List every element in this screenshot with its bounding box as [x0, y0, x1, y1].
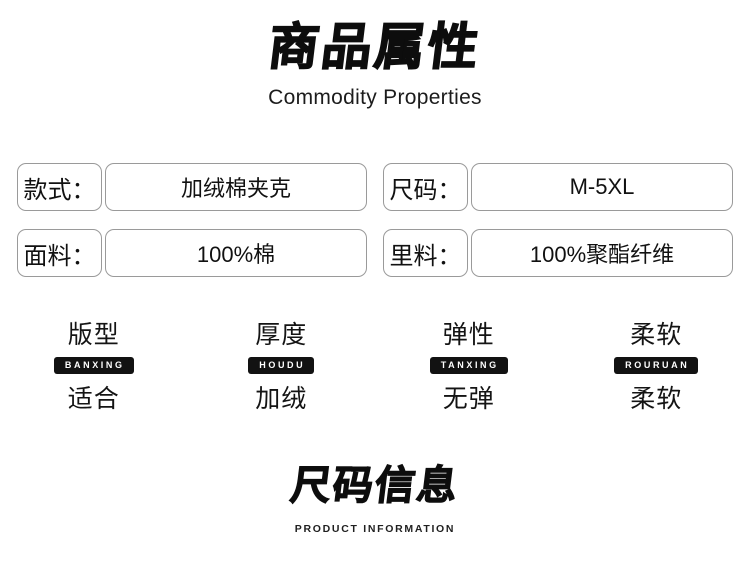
property-badge-elasticity: TANXING — [429, 357, 508, 375]
attribute-label-size: 尺码： — [383, 163, 468, 211]
attribute-label-style: 款式： — [17, 163, 102, 211]
attribute-label-lining: 里料： — [383, 229, 468, 277]
footer-title: 尺码信息 — [288, 462, 463, 509]
property-value-thickness: 加绒 — [255, 385, 308, 414]
attribute-row: 面料： 100%棉 里料： 100%聚酯纤维 — [0, 229, 750, 277]
page-title: 商品属性 — [265, 17, 486, 77]
page-footer: 尺码信息 PRODUCT INFORMATION — [0, 462, 750, 535]
page-header: 商品属性 Commodity Properties — [0, 0, 750, 110]
footer-subtitle: PRODUCT INFORMATION — [294, 523, 456, 535]
property-badge-thickness: HOUDU — [248, 357, 315, 375]
property-badge-softness: ROURUAN — [614, 357, 699, 375]
attribute-value-style: 加绒棉夹克 — [105, 163, 367, 211]
attribute-grid: 款式： 加绒棉夹克 尺码： M-5XL 面料： 100%棉 里料： 100%聚酯… — [0, 163, 750, 295]
property-column-elasticity: 弹性 TANXING 无弹 — [375, 322, 563, 413]
property-value-softness: 柔软 — [630, 385, 683, 414]
attribute-value-lining: 100%聚酯纤维 — [471, 229, 733, 277]
attribute-row: 款式： 加绒棉夹克 尺码： M-5XL — [0, 163, 750, 211]
property-column-softness: 柔软 ROURUAN 柔软 — [563, 322, 750, 413]
attribute-label-fabric: 面料： — [17, 229, 102, 277]
property-columns: 版型 BANXING 适合 厚度 HOUDU 加绒 弹性 TANXING 无弹 … — [0, 322, 750, 413]
property-value-fit: 适合 — [67, 385, 120, 414]
property-value-elasticity: 无弹 — [442, 385, 495, 414]
property-column-thickness: 厚度 HOUDU 加绒 — [188, 322, 376, 413]
attribute-value-size: M-5XL — [471, 163, 733, 211]
property-badge-fit: BANXING — [53, 357, 134, 375]
attribute-pair-style: 款式： 加绒棉夹克 — [17, 163, 367, 211]
property-name-softness: 柔软 — [630, 321, 683, 349]
property-name-thickness: 厚度 — [255, 321, 308, 349]
property-name-elasticity: 弹性 — [442, 321, 495, 349]
page-subtitle: Commodity Properties — [268, 86, 482, 109]
attribute-pair-fabric: 面料： 100%棉 — [17, 229, 367, 277]
attribute-pair-lining: 里料： 100%聚酯纤维 — [383, 229, 733, 277]
attribute-value-fabric: 100%棉 — [105, 229, 367, 277]
property-name-fit: 版型 — [67, 321, 120, 349]
attribute-pair-size: 尺码： M-5XL — [383, 163, 733, 211]
property-column-fit: 版型 BANXING 适合 — [0, 322, 188, 413]
